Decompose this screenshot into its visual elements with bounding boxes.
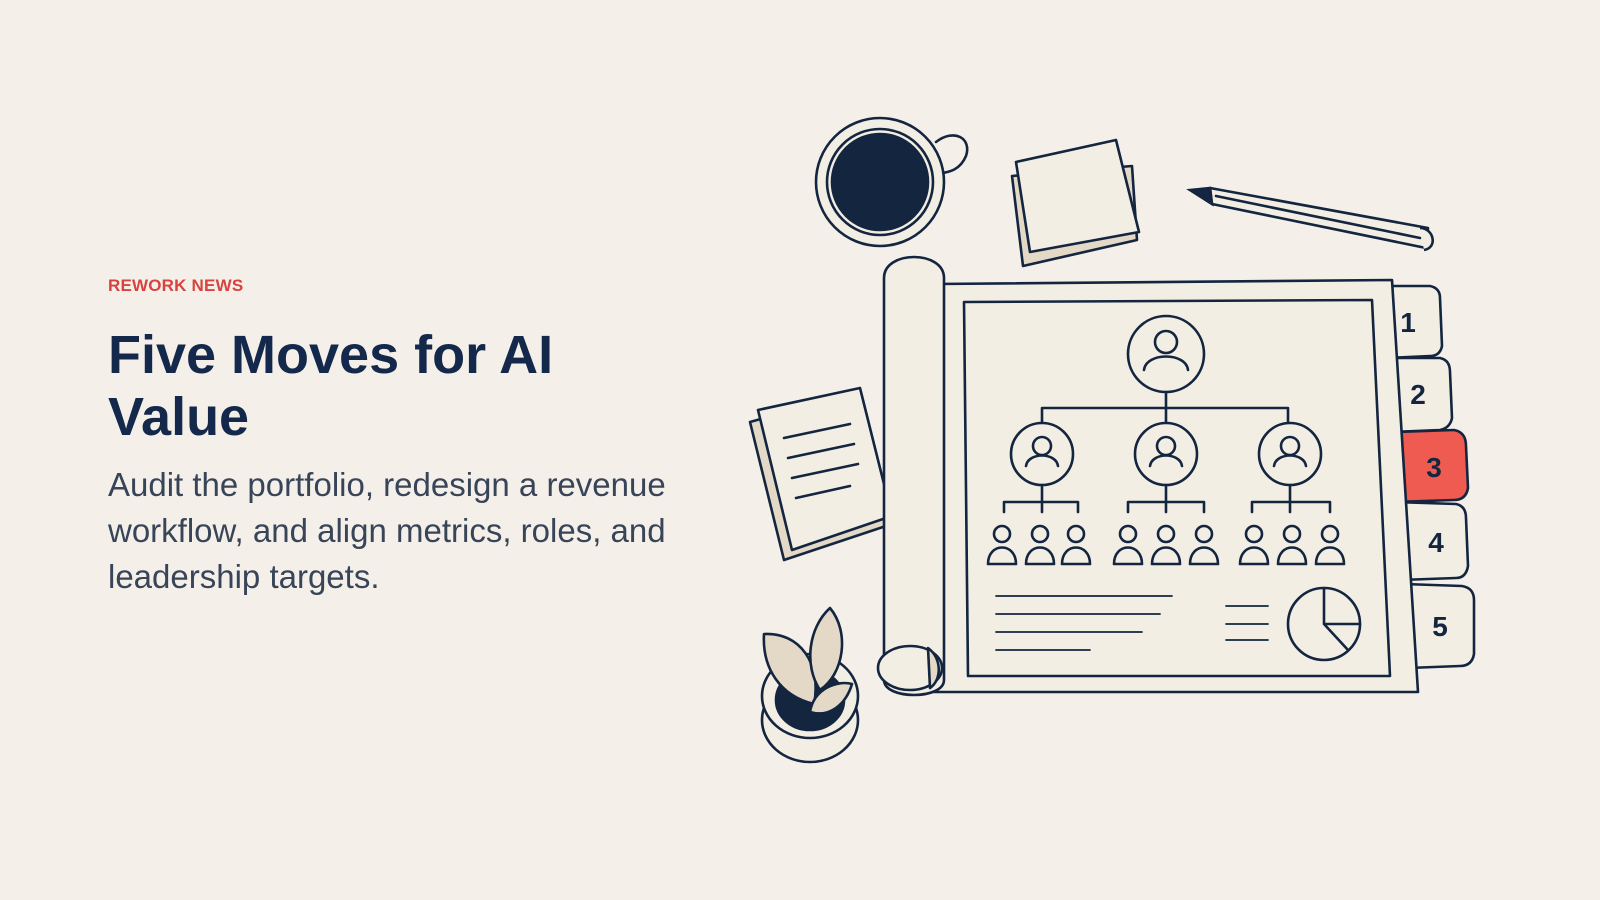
tab-1-label: 1: [1400, 307, 1416, 338]
plant-pot-icon: [760, 606, 860, 764]
org-chart-icon: [986, 314, 1346, 566]
deck: Audit the portfolio, redesign a revenue …: [108, 466, 666, 595]
tab-5-label: 5: [1432, 611, 1448, 642]
illustration: 1 2 3 4 5: [748, 116, 1476, 764]
article-text: REWORK NEWS Five Moves for AI Value Audi…: [108, 276, 708, 600]
tab-4-label: 4: [1428, 527, 1444, 558]
tab-3-label: 3: [1426, 452, 1442, 483]
notepad-icon: [748, 386, 894, 562]
tab-4[interactable]: 4: [1394, 500, 1470, 582]
kicker: REWORK NEWS: [108, 276, 244, 295]
pie-chart-icon: [1286, 586, 1362, 662]
coffee-mug-icon: [814, 116, 969, 248]
sticky-notes-icon: [1010, 138, 1141, 268]
tab-5[interactable]: 5: [1402, 582, 1476, 670]
document: 1 2 3 4 5: [876, 255, 1476, 697]
pencil-icon: [1186, 186, 1434, 252]
tab-1[interactable]: 1: [1384, 284, 1444, 360]
tab-2-label: 2: [1410, 379, 1426, 410]
tab-3[interactable]: 3: [1392, 428, 1470, 504]
headline: Five Moves for AI Value: [108, 325, 554, 447]
